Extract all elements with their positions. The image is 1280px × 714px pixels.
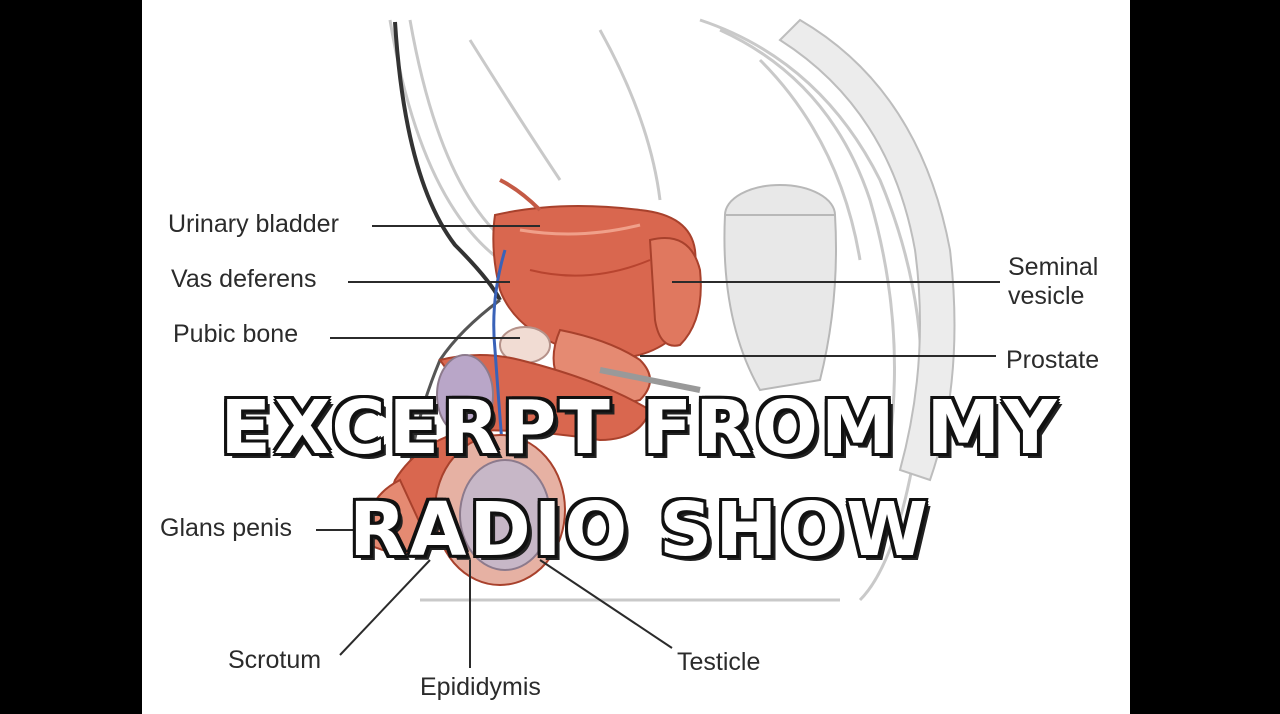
abdominal-contour <box>393 21 502 301</box>
label-urinary-bladder: Urinary bladder <box>168 210 339 238</box>
label-epididymis: Epididymis <box>420 673 541 701</box>
label-seminal-line2: vesicle <box>1008 282 1085 310</box>
label-seminal-line1: Seminal <box>1008 253 1099 281</box>
label-prostate: Prostate <box>1006 346 1100 374</box>
label-vas-deferens: Vas deferens <box>171 265 317 293</box>
label-scrotum: Scrotum <box>228 646 322 674</box>
pelvic-wall <box>778 18 956 482</box>
testicle-shape <box>459 459 551 571</box>
label-testicle: Testicle <box>677 648 761 676</box>
overlay-title-line2: RADIO SHOW <box>349 487 931 573</box>
leader-lines <box>316 225 1000 668</box>
background-sketch <box>388 18 924 602</box>
label-pubic-bone: Pubic bone <box>173 320 299 348</box>
label-glans-penis: Glans penis <box>160 514 293 542</box>
seminal-vesicle-shape <box>648 237 702 347</box>
rectum-sketch <box>723 184 837 392</box>
overlay-title-line1: EXCERPT FROM MY <box>220 385 1060 471</box>
